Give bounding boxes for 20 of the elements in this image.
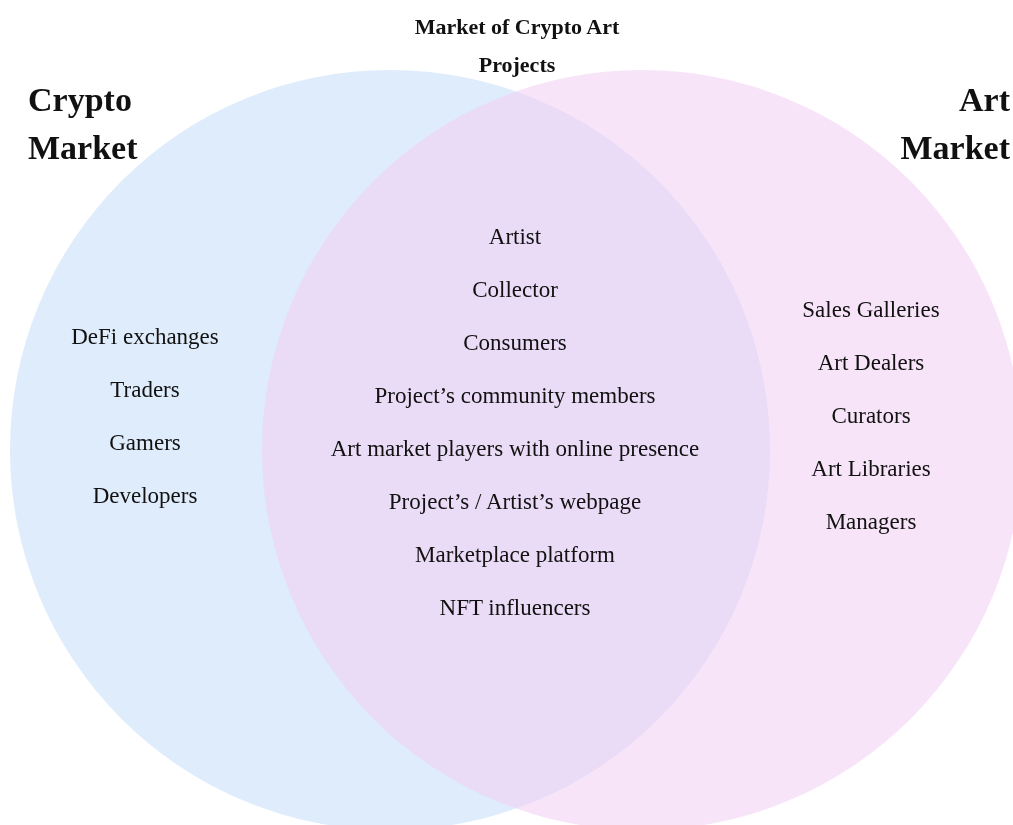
list-item: Managers bbox=[824, 508, 918, 536]
list-item: Project’s / Artist’s webpage bbox=[387, 488, 643, 516]
list-item: Gamers bbox=[108, 429, 182, 457]
list-item: Art market players with online presence bbox=[329, 435, 701, 463]
region-heading: Art Market bbox=[899, 80, 1010, 168]
list-item: DeFi exchanges bbox=[70, 323, 220, 351]
list-item: Collector bbox=[471, 276, 559, 304]
list-item: NFT influencers bbox=[438, 594, 592, 622]
region-heading: Crypto Market bbox=[28, 80, 139, 168]
list-item: Art Libraries bbox=[810, 455, 932, 483]
list-item: Marketplace platform bbox=[414, 541, 616, 569]
list-item: Traders bbox=[109, 376, 181, 404]
list-item: Artist bbox=[487, 223, 543, 251]
list-item: Art Dealers bbox=[816, 349, 926, 377]
list-item: Sales Galleries bbox=[801, 296, 941, 324]
list-item: Curators bbox=[830, 402, 912, 430]
region-heading: Market of Crypto Art Projects bbox=[413, 13, 621, 79]
list-item: Consumers bbox=[462, 329, 568, 357]
list-item: Developers bbox=[91, 482, 199, 510]
list-item: Project’s community members bbox=[373, 382, 657, 410]
